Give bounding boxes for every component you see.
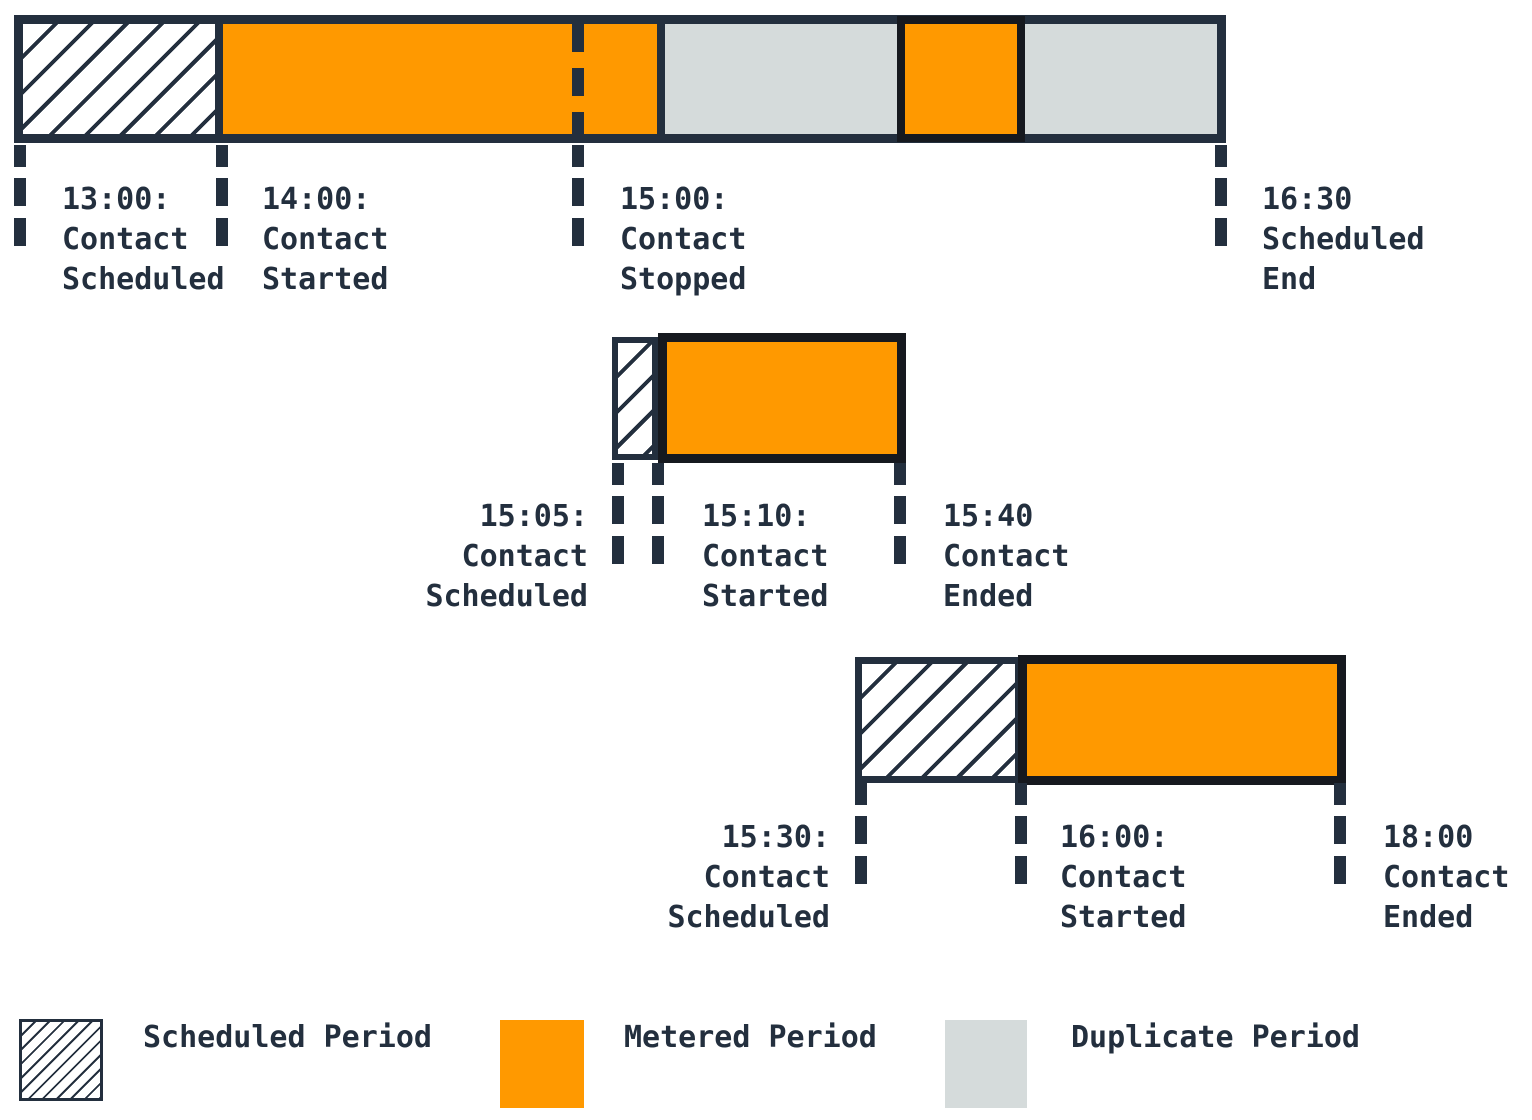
legend-swatch-duplicate-period bbox=[945, 1020, 1027, 1108]
tick-14-00 bbox=[216, 145, 228, 246]
label-15-00-contact-stopped: 15:00: Contact Stopped bbox=[620, 182, 747, 297]
timeline-1-metered-period-block-fill bbox=[905, 24, 1017, 134]
tick-dash bbox=[652, 496, 664, 524]
tick-stub bbox=[216, 145, 228, 167]
label-15-10-contact-started: 15:10: Contact Started bbox=[702, 499, 829, 614]
timeline-1-duplicate-period-segment bbox=[665, 24, 897, 134]
label-13-00-contact-scheduled: 13:00: Contact Scheduled bbox=[62, 182, 225, 297]
tick-stub bbox=[894, 463, 906, 485]
tick-dash bbox=[1215, 218, 1227, 246]
tick-dash bbox=[1015, 816, 1027, 844]
tick-13-00 bbox=[14, 145, 26, 246]
tick-stub bbox=[1215, 145, 1227, 167]
tick-dash bbox=[894, 496, 906, 524]
timeline-2-scheduled-period-segment bbox=[612, 337, 658, 460]
tick-dash bbox=[612, 536, 624, 564]
tick-18-00 bbox=[1334, 783, 1346, 884]
tick-dash bbox=[855, 816, 867, 844]
tick-dash bbox=[652, 536, 664, 564]
timeline-1-scheduled-period-segment bbox=[23, 24, 215, 134]
legend-swatch-scheduled-period bbox=[19, 1019, 103, 1101]
legend-label-metered-period: Metered Period bbox=[624, 1020, 877, 1055]
label-16-00-contact-started: 16:00: Contact Started bbox=[1060, 820, 1187, 935]
label-14-00-contact-started: 14:00: Contact Started bbox=[262, 182, 389, 297]
tick-stub bbox=[572, 145, 584, 167]
tick-dash bbox=[855, 856, 867, 884]
tick-dash bbox=[1334, 856, 1346, 884]
tick-dash bbox=[216, 218, 228, 246]
timeline-3-metered-period-segment bbox=[1018, 655, 1346, 785]
timeline-3-metered-period-fill bbox=[1027, 664, 1337, 776]
tick-dash bbox=[1015, 856, 1027, 884]
legend-label-duplicate-period: Duplicate Period bbox=[1071, 1020, 1360, 1055]
tick-dash bbox=[14, 178, 26, 206]
tick-16-30 bbox=[1215, 145, 1227, 246]
timeline-2-metered-period-fill bbox=[667, 342, 897, 454]
tick-dash bbox=[572, 178, 584, 206]
tick-15-30 bbox=[855, 783, 867, 884]
tick-dash bbox=[612, 496, 624, 524]
tick-16-00 bbox=[1015, 783, 1027, 884]
tick-15-10 bbox=[652, 463, 664, 564]
legend-label-scheduled-period: Scheduled Period bbox=[143, 1020, 432, 1055]
tick-stub bbox=[14, 145, 26, 167]
tick-dash bbox=[572, 218, 584, 246]
tick-stub bbox=[612, 463, 624, 485]
tick-dash bbox=[894, 536, 906, 564]
timeline-1-metered-period-segment bbox=[223, 24, 657, 134]
label-16-30-scheduled-end: 16:30 Scheduled End bbox=[1262, 182, 1425, 297]
label-15-30-contact-scheduled: 15:30: Contact Scheduled bbox=[667, 820, 830, 935]
label-15-40-contact-ended: 15:40 Contact Ended bbox=[943, 499, 1070, 614]
timeline-2-metered-period-segment bbox=[658, 333, 906, 463]
timeline-1-duplicate-period-segment-2 bbox=[1025, 24, 1217, 134]
tick-15-40 bbox=[894, 463, 906, 564]
label-18-00-contact-ended: 18:00 Contact Ended bbox=[1383, 820, 1510, 935]
tick-stub bbox=[1015, 783, 1027, 805]
timeline-3-scheduled-period-segment bbox=[855, 657, 1022, 783]
tick-15-05 bbox=[612, 463, 624, 564]
legend-swatch-metered-period bbox=[500, 1020, 584, 1108]
label-15-05-contact-scheduled: 15:05: Contact Scheduled bbox=[425, 499, 588, 614]
tick-dash bbox=[14, 218, 26, 246]
tick-dash bbox=[1215, 178, 1227, 206]
tick-stub bbox=[1334, 783, 1346, 805]
contact-stopped-dashed-line bbox=[572, 24, 584, 134]
tick-dash bbox=[1334, 816, 1346, 844]
tick-stub bbox=[652, 463, 664, 485]
tick-dash bbox=[216, 178, 228, 206]
tick-stub bbox=[855, 783, 867, 805]
timeline-1-metered-period-block bbox=[897, 16, 1025, 142]
tick-15-00 bbox=[572, 145, 584, 246]
timeline-1-bar bbox=[14, 15, 1226, 143]
